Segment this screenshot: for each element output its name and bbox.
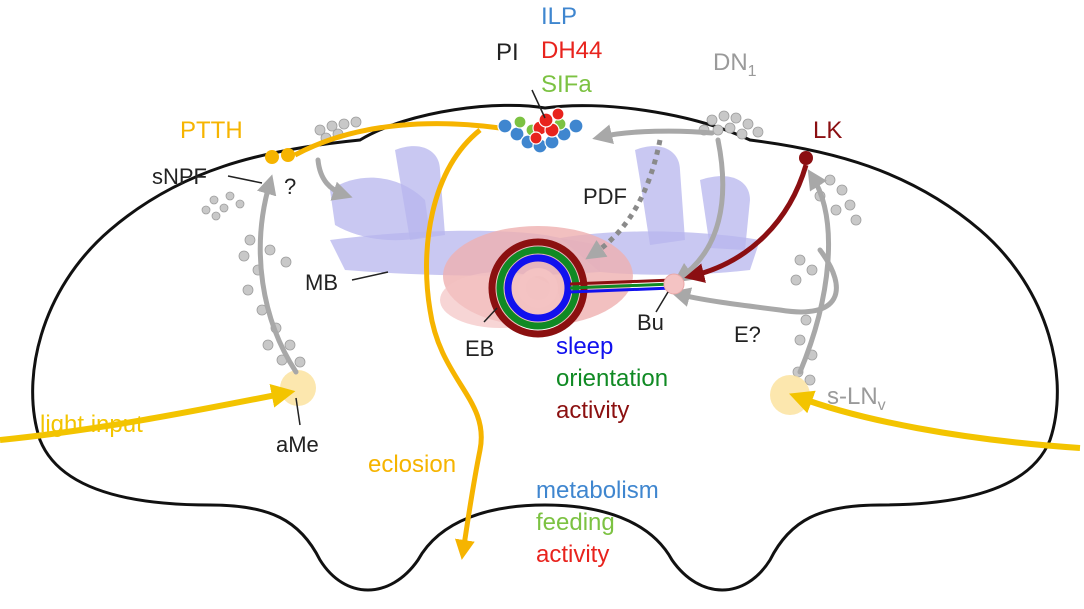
label-slnv: s-LNv — [827, 383, 886, 414]
label-snpf: sNPF — [152, 164, 207, 189]
lk-cell — [799, 151, 813, 165]
light-input-left — [0, 384, 296, 443]
pdf-arrow — [585, 139, 663, 260]
label-metabolism: metabolism — [536, 477, 659, 504]
label-e-question: E? — [734, 322, 761, 347]
label-dn1-main: DN — [713, 49, 748, 76]
label-feeding: feeding — [536, 509, 615, 536]
light-input-right — [788, 390, 1081, 451]
label-pi: PI — [496, 39, 519, 66]
pi-cluster — [497, 107, 584, 154]
ptth-cell-1 — [265, 150, 279, 164]
label-lk: LK — [813, 117, 842, 144]
eb-to-bu-lines — [569, 278, 673, 294]
label-ilp: ILP — [541, 3, 577, 30]
label-sleep: sleep — [556, 333, 613, 360]
ame-halo — [280, 370, 316, 406]
label-slnv-sub: v — [878, 397, 886, 414]
label-bu: Bu — [637, 310, 664, 335]
question-arrow — [315, 157, 353, 201]
e-arrow — [670, 247, 839, 315]
label-activity-red: activity — [536, 541, 609, 568]
label-question: ? — [284, 174, 296, 199]
slnv-halo — [770, 375, 810, 415]
leader-lines — [227, 89, 669, 426]
label-ptth: PTTH — [180, 117, 243, 144]
dn1-arrow — [592, 124, 715, 145]
label-activity-dark: activity — [556, 397, 629, 424]
label-dn1: DN1 — [713, 49, 757, 80]
label-pdf: PDF — [583, 184, 627, 209]
label-eclosion: eclosion — [368, 451, 456, 478]
bulb — [663, 273, 685, 295]
lk-arrow — [684, 164, 809, 283]
label-eb: EB — [465, 336, 494, 361]
label-sifa: SIFa — [541, 71, 592, 98]
snpf-arrow — [257, 174, 299, 375]
eclosion-path — [424, 128, 484, 560]
ptth-axon — [293, 121, 501, 158]
label-dh44: DH44 — [541, 37, 602, 64]
label-dn1-sub: 1 — [748, 63, 757, 80]
label-ame: aMe — [276, 432, 319, 457]
ptth-cell-2 — [281, 148, 295, 162]
label-slnv-main: s-LN — [827, 383, 878, 410]
label-mb: MB — [305, 270, 338, 295]
label-light-input: light input — [40, 411, 143, 438]
brain-outline — [31, 103, 1059, 592]
label-orientation: orientation — [556, 365, 668, 392]
